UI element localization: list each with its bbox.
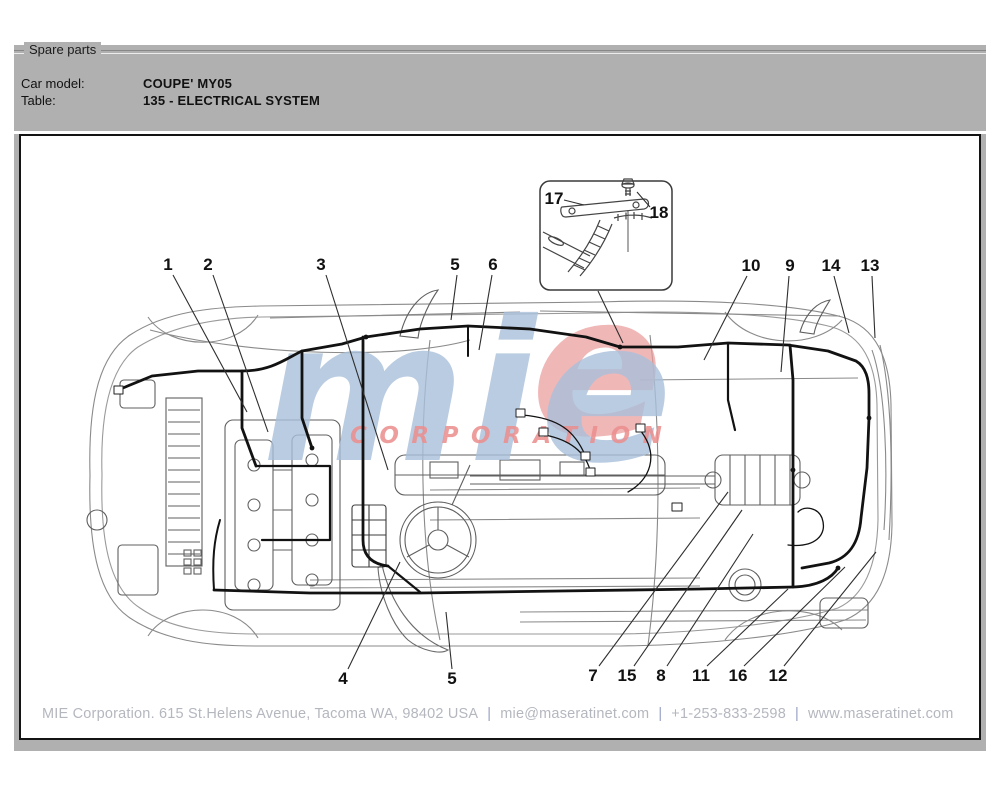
callout-leader-3 bbox=[325, 274, 389, 471]
steering-wheel bbox=[399, 464, 477, 579]
callout-leader-17 bbox=[563, 199, 585, 206]
callout-number-6[interactable]: 6 bbox=[488, 255, 497, 274]
footer-segment-1: mie@maseratinet.com bbox=[500, 706, 650, 722]
wiring-diagram-image: e mie CORPORATION bbox=[86, 178, 893, 688]
callout-number-9[interactable]: 9 bbox=[785, 256, 794, 275]
canvas-frame: e mie CORPORATION bbox=[14, 134, 986, 751]
footer-segment-3: www.maseratinet.com bbox=[807, 706, 954, 722]
radiator bbox=[165, 397, 203, 567]
callout-leader-10 bbox=[703, 275, 748, 361]
thin-wires bbox=[521, 414, 825, 547]
table-value: 135 - ELECTRICAL SYSTEM bbox=[143, 93, 321, 108]
callout-leader-12 bbox=[783, 551, 877, 667]
callout-number-1[interactable]: 1 bbox=[163, 255, 172, 274]
harness-junctions bbox=[309, 334, 872, 571]
mie-watermark: e mie CORPORATION bbox=[262, 253, 676, 506]
callout-leader-5 bbox=[445, 611, 453, 670]
conduit bbox=[567, 212, 653, 277]
muffler bbox=[819, 597, 869, 629]
footer-contact-line: MIE Corporation. 615 St.Helens Avenue, T… bbox=[42, 706, 962, 722]
callout-number-17[interactable]: 17 bbox=[545, 189, 564, 208]
callout-number-11[interactable]: 11 bbox=[692, 666, 710, 685]
a-pillar-fin bbox=[399, 289, 440, 339]
callout-leader-6 bbox=[478, 274, 493, 351]
footer-separator: | bbox=[658, 706, 663, 722]
car-model-row: Car model: COUPE' MY05 bbox=[21, 76, 232, 92]
callout-number-3[interactable]: 3 bbox=[316, 255, 325, 274]
table-row: Table: 135 - ELECTRICAL SYSTEM bbox=[21, 93, 320, 109]
car-body-outline bbox=[89, 300, 893, 653]
callout-number-14[interactable]: 14 bbox=[822, 256, 841, 275]
callout-leader-14 bbox=[833, 275, 850, 334]
rear-transaxle bbox=[704, 454, 811, 506]
wiring-harness bbox=[113, 324, 872, 595]
inset-detail-box bbox=[539, 178, 673, 291]
callout-number-18[interactable]: 18 bbox=[650, 203, 669, 222]
connectors bbox=[113, 385, 683, 512]
groupbox-border bbox=[14, 50, 986, 54]
watermark-accent: e bbox=[531, 253, 663, 480]
callout-leader-13 bbox=[871, 275, 876, 339]
callout-number-7[interactable]: 7 bbox=[588, 666, 597, 685]
diagram-canvas: e mie CORPORATION bbox=[19, 134, 981, 740]
callout-number-2[interactable]: 2 bbox=[203, 255, 212, 274]
callout-leader-7 bbox=[598, 491, 729, 667]
relay-grid bbox=[183, 549, 202, 575]
callout-number-5[interactable]: 5 bbox=[450, 255, 459, 274]
table-label: Table: bbox=[21, 93, 56, 108]
callout-number-5[interactable]: 5 bbox=[447, 669, 456, 688]
callout-leader-2 bbox=[212, 274, 269, 433]
car-model-label: Car model: bbox=[21, 76, 85, 91]
callout-number-16[interactable]: 16 bbox=[729, 666, 748, 685]
callout-leader-15 bbox=[633, 509, 743, 667]
dashboard-beam bbox=[394, 454, 666, 496]
footer-segment-0: MIE Corporation. 615 St.Helens Avenue, T… bbox=[42, 706, 479, 722]
fuse-box bbox=[351, 504, 387, 568]
groupbox-legend: Spare parts bbox=[24, 42, 102, 58]
car-model-value: COUPE' MY05 bbox=[143, 76, 233, 91]
callout-number-10[interactable]: 10 bbox=[742, 256, 761, 275]
footer-separator: | bbox=[794, 706, 799, 722]
header-panel: Spare parts Car model: COUPE' MY05 Table:… bbox=[14, 42, 986, 131]
callout-number-15[interactable]: 15 bbox=[618, 666, 637, 685]
callout-leader-5 bbox=[450, 274, 458, 321]
callout-leader-9 bbox=[780, 275, 790, 373]
callout-number-4[interactable]: 4 bbox=[338, 669, 348, 688]
footer-segment-2: +1-253-833-2598 bbox=[671, 706, 786, 722]
footer-separator: | bbox=[487, 706, 492, 722]
callout-leader-4 bbox=[347, 561, 401, 670]
callout-leader-8 bbox=[666, 533, 754, 667]
callout-number-13[interactable]: 13 bbox=[861, 256, 880, 275]
callout-leader-1 bbox=[172, 274, 248, 413]
callout-leader-11 bbox=[706, 588, 789, 667]
battery bbox=[117, 544, 159, 596]
callout-leader-18 bbox=[636, 191, 651, 208]
bolt bbox=[621, 178, 635, 196]
bracket-plate bbox=[560, 198, 650, 218]
inset-leader-line bbox=[597, 290, 624, 344]
callout-number-12[interactable]: 12 bbox=[769, 666, 788, 685]
watermark-subtitle: CORPORATION bbox=[350, 423, 674, 449]
watermark-word: mie bbox=[262, 279, 676, 506]
callout-number-8[interactable]: 8 bbox=[656, 666, 665, 685]
callout-leader-16 bbox=[743, 566, 846, 667]
